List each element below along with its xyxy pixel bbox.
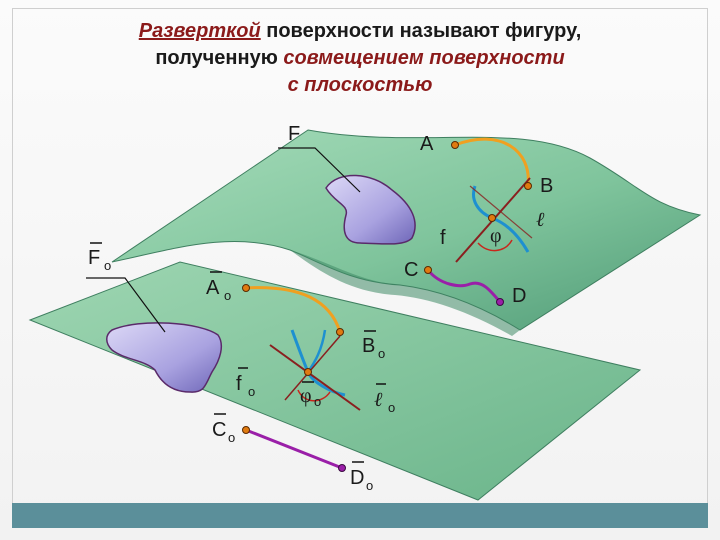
label-A: A [420, 133, 434, 155]
label-l0: ℓ [374, 389, 383, 411]
title-text-2: полученную [155, 47, 284, 69]
label-A0-subscript: о [224, 288, 231, 303]
surface-line-l-upper [469, 185, 533, 239]
label-B0-subscript: о [378, 346, 385, 361]
leader-F0 [86, 277, 166, 333]
plane-line-l0-b [284, 335, 341, 401]
surface-curve-CD [426, 269, 502, 303]
title-emphasis-2: с плоскостью [287, 74, 433, 96]
title-text-1: поверхности называют фигуру, [260, 20, 582, 42]
surface-fold-shade [290, 250, 520, 336]
slide-bottom-bar [12, 503, 708, 528]
label-D: D [512, 285, 526, 307]
leader-F [278, 147, 361, 193]
plane-line-l0 [269, 344, 361, 411]
label-B0: B [362, 335, 375, 357]
label-phi0: φ [300, 385, 312, 407]
label-f: f [440, 227, 446, 249]
plane-arc-A0B0 [245, 286, 342, 333]
point-D [496, 298, 504, 306]
title-line-3: с плоскостью [60, 72, 660, 99]
title-line-1: Разверткой поверхности называют фигуру, [60, 18, 660, 45]
label-C0-subscript: о [228, 430, 235, 445]
point-B0 [336, 328, 344, 336]
slide-title: Разверткой поверхности называют фигуру, … [60, 18, 660, 99]
point-C0 [242, 426, 250, 434]
point-C [424, 266, 432, 274]
label-l0-subscript: о [388, 400, 395, 415]
label-f0: f [236, 373, 242, 395]
point-intersection-0 [304, 368, 312, 376]
label-phi: φ [490, 225, 502, 247]
plane-figure-F0 [106, 322, 223, 393]
title-term: Разверткой [138, 20, 261, 42]
point-A0 [242, 284, 250, 292]
label-C: C [404, 259, 418, 281]
plane-angle-arc [297, 389, 331, 402]
point-D0 [338, 464, 346, 472]
label-F: F [288, 123, 300, 145]
label-B: B [540, 175, 553, 197]
surface-arc-AB [454, 137, 530, 187]
surface-figure-F [325, 174, 416, 245]
surface-angle-arc [477, 239, 513, 252]
plane-segment-C0D0 [245, 428, 343, 470]
point-intersection [488, 214, 496, 222]
label-phi0-subscript: о [314, 394, 321, 409]
label-A0: A [206, 277, 220, 299]
label-f0-subscript: о [248, 384, 255, 399]
flat-plane [28, 261, 642, 501]
label-F0-subscript: о [104, 258, 111, 273]
title-line-2: полученную совмещением поверхности [60, 45, 660, 72]
label-C0: C [212, 419, 226, 441]
point-A [451, 141, 459, 149]
label-D0: D [350, 467, 364, 489]
point-B [524, 182, 532, 190]
label-l: ℓ [536, 209, 545, 231]
label-F0: F [88, 247, 100, 269]
title-emphasis-1: совмещением поверхности [283, 47, 565, 69]
label-D0-subscript: о [366, 478, 373, 493]
